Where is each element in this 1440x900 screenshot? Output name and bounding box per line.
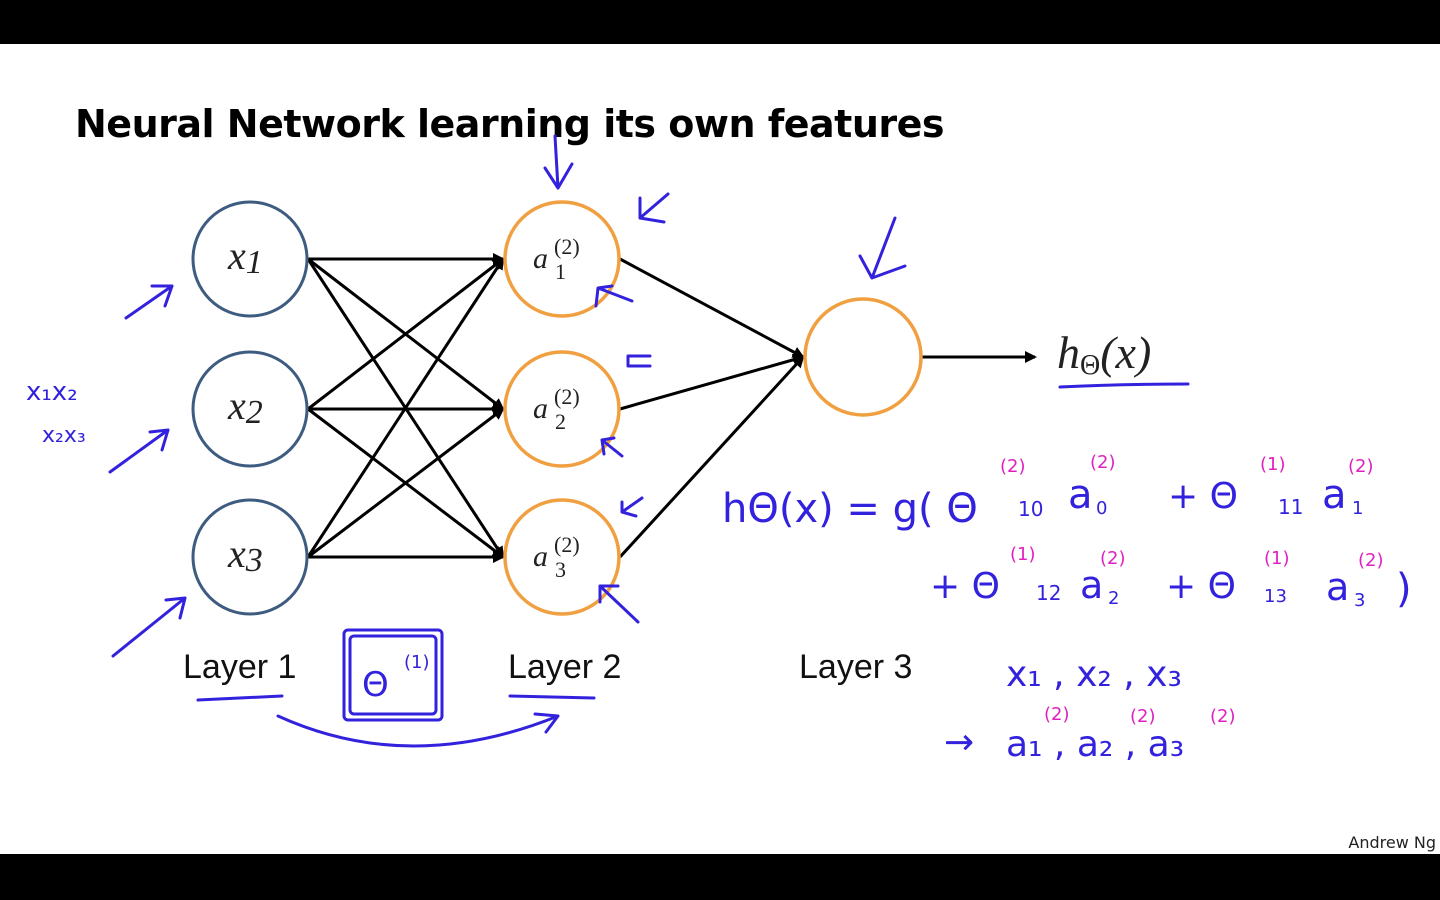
node-a2-sup: (2) <box>554 384 580 409</box>
edge-x3-a2 <box>307 407 505 559</box>
ink-theta-box-sup: (1) <box>404 652 430 673</box>
ink-theta-box-inner <box>348 634 438 716</box>
ink-theta-box-symbol: Θ <box>362 665 389 705</box>
eq-l2-a2-sup: (2) <box>1100 548 1126 569</box>
ink-arrow-to: → <box>944 722 974 763</box>
edges-layer2-layer3 <box>618 257 1037 559</box>
ink-features-sup-2: (2) <box>1130 706 1156 727</box>
edge-a3-out <box>618 355 805 559</box>
layer-1-nodes: x1 x2 x3 <box>191 200 309 616</box>
node-a1-sub: 1 <box>555 259 566 284</box>
ink-arrow-x2 <box>108 428 170 474</box>
ink-features-list: a₁ , a₂ , a₃ <box>1006 724 1184 765</box>
eq-l1-a0-sub: 0 <box>1096 498 1107 519</box>
ink-arrow-a3-inner <box>598 584 640 624</box>
ink-annotations <box>108 134 907 748</box>
ink-arrow-x3 <box>111 596 187 658</box>
layer-2-nodes: a (2) 1 a (2) 2 a (2) 3 <box>503 200 621 616</box>
output-underline <box>1058 382 1190 389</box>
ink-features-sup-3: (2) <box>1210 706 1236 727</box>
eq-l1-plus: + Θ <box>1168 476 1238 517</box>
eq-l2-sub-b: 13 <box>1264 586 1287 607</box>
node-x1-label: x1 <box>227 233 263 281</box>
output-hypothesis: hΘ(x) <box>1057 327 1151 381</box>
node-x1 <box>191 200 309 318</box>
ink-underline-layer1 <box>196 694 284 702</box>
eq-l1-a1-sub: 1 <box>1352 498 1363 519</box>
node-a1-base: a <box>533 242 548 275</box>
eq-l2-plus-a: + Θ <box>930 566 1000 607</box>
ink-equation-line-1: hΘ(x) = g( Θ (2) 10 a 0 (2) + Θ (1) 11 a… <box>722 452 1374 532</box>
ink-arrow-a1-right <box>638 192 670 224</box>
node-a3-sup: (2) <box>554 532 580 557</box>
eq-l1-sub-a: 10 <box>1018 497 1043 521</box>
edge-x2-a1 <box>307 257 505 411</box>
neural-network-diagram: x1 x2 x3 a (2) 1 a (2) 2 a (2) 3 hΘ(x) L… <box>26 134 1412 765</box>
ink-arrow-output <box>858 216 907 280</box>
node-a1-sup: (2) <box>554 234 580 259</box>
eq-l2-sub-a: 12 <box>1036 581 1061 605</box>
ink-underline-layer2 <box>508 694 596 700</box>
ink-features-x1x2: x₁x₂ <box>26 377 78 407</box>
layer-3-label: Layer 3 <box>799 648 912 686</box>
node-a2-sub: 2 <box>555 409 566 434</box>
eq-l1-a1-sup: (2) <box>1348 456 1374 477</box>
node-a3 <box>503 498 621 616</box>
ink-features-sup-1: (2) <box>1044 704 1070 725</box>
eq-l2-a2: a <box>1080 563 1103 607</box>
node-a3-sub: 3 <box>555 557 566 582</box>
eq-l1-a1: a <box>1322 472 1347 518</box>
eq-l2-a2-sub: 2 <box>1108 588 1119 609</box>
node-x2 <box>191 350 309 468</box>
ink-mark-a2 <box>626 354 652 368</box>
layer-1-label: Layer 1 <box>183 648 296 686</box>
eq-l2-a3-sub: 3 <box>1354 590 1365 611</box>
edge-a1-out <box>619 257 805 359</box>
eq-l2-sup-a: (1) <box>1010 544 1036 565</box>
ink-arrow-top-a1 <box>543 134 574 190</box>
node-a2 <box>503 350 621 468</box>
eq-l1-a0-sup: (2) <box>1090 452 1116 473</box>
node-x3-label: x3 <box>227 531 263 579</box>
edge-x3-a1 <box>306 257 505 558</box>
ink-curve-arrow <box>276 712 560 748</box>
node-output <box>803 297 923 417</box>
edges-layer1-layer2 <box>306 253 505 563</box>
eq-l1-sub-b: 11 <box>1278 495 1303 519</box>
eq-l2-sup-b: (1) <box>1264 548 1290 569</box>
ink-features-x2x3: x₂x₃ <box>42 423 86 448</box>
layer-2-label: Layer 2 <box>508 648 621 686</box>
node-x3 <box>191 498 309 616</box>
eq-l2-close: ) <box>1396 566 1412 612</box>
node-x2-label: x2 <box>227 383 263 431</box>
edge-a2-out <box>619 353 805 411</box>
eq-l1-sup-b: (1) <box>1260 454 1286 475</box>
slide-title: Neural Network learning its own features <box>75 102 945 146</box>
ink-arrow-a3-right <box>620 496 644 518</box>
eq-l2-plus-b: + Θ <box>1166 566 1236 607</box>
author-credit: Andrew Ng <box>1348 833 1436 852</box>
eq-l2-a3-sup: (2) <box>1358 550 1384 571</box>
ink-arrow-a1-inner <box>594 284 634 308</box>
node-a1 <box>503 200 621 318</box>
eq-l1-sup-a: (2) <box>1000 456 1026 477</box>
ink-arrow-a2-inner <box>600 436 624 458</box>
node-a3-base: a <box>533 540 548 573</box>
eq-l1-start: hΘ(x) = g( Θ <box>722 486 978 532</box>
ink-arrow-x1 <box>124 284 174 320</box>
ink-theta-box <box>342 628 444 722</box>
ink-inputs-list: x₁ , x₂ , x₃ <box>1006 654 1182 695</box>
ink-equation-line-2: + Θ (1) 12 a 2 (2) + Θ (1) 13 a 3 (2) ) <box>930 544 1412 612</box>
eq-l2-a3: a <box>1326 565 1349 609</box>
node-a2-base: a <box>533 392 548 425</box>
eq-l1-a0: a <box>1068 472 1093 518</box>
